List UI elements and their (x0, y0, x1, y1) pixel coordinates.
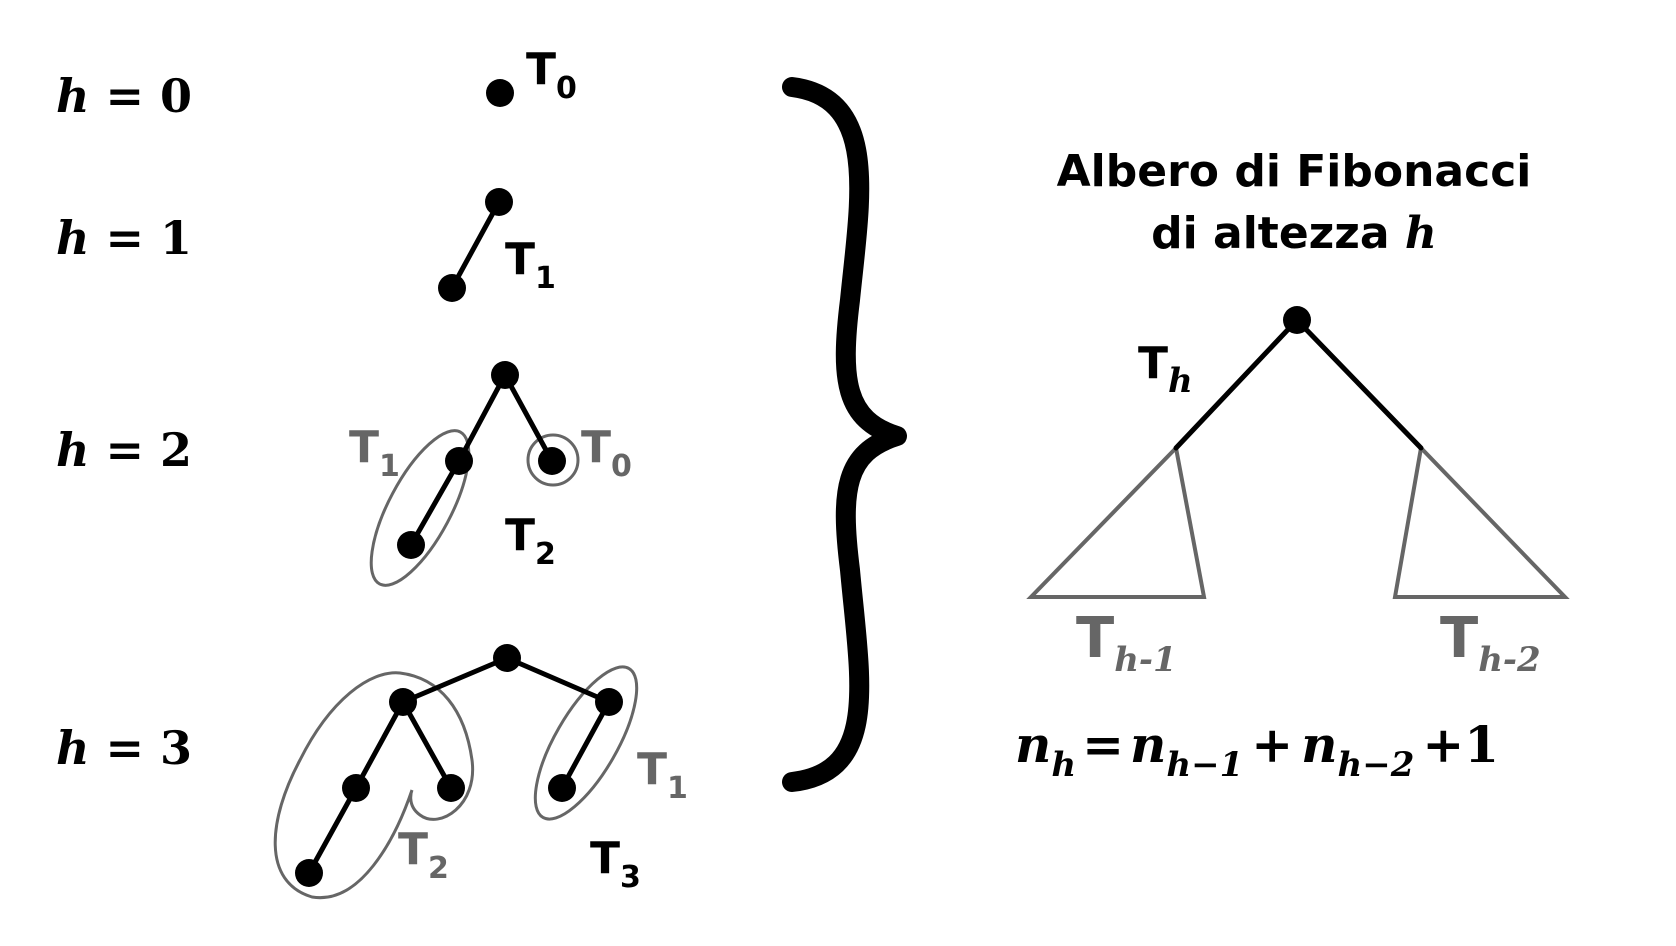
height-label-2: h = 2 (56, 423, 192, 477)
subtree-label-left: Th-1 (1076, 606, 1177, 680)
tree-node (437, 774, 465, 802)
subtree-label-left: T2 (398, 824, 449, 886)
diagram-title-line1: Albero di Fibonacci (1057, 146, 1532, 197)
tree-edge (400, 699, 454, 791)
tree-node (397, 531, 425, 559)
subtree-label-right: Th-2 (1440, 606, 1541, 680)
curly-brace (782, 77, 907, 792)
tree-edge (353, 699, 406, 791)
subtree-outline-t0 (526, 433, 580, 487)
tree-node (486, 79, 514, 107)
subtree-label-right: T1 (637, 744, 688, 806)
recurrence-formula: nh=nh−1+nh−2+1 (1015, 715, 1499, 785)
tree-node (295, 859, 323, 887)
tree-node (548, 774, 576, 802)
tree-edge (456, 372, 508, 464)
tree-label-th: Th (1138, 338, 1193, 401)
tree-node (493, 644, 521, 672)
tree-label-t3: T3 (590, 833, 641, 895)
height-label-1: h = 1 (56, 211, 192, 265)
tree-edge (1173, 317, 1300, 451)
tree-edge (306, 785, 359, 876)
tree-edge (559, 699, 612, 791)
tree-t2: T1 T0 T2 (349, 361, 632, 587)
tree-node (538, 447, 566, 475)
subtree-label-right: T0 (581, 422, 632, 484)
tree-edge (408, 458, 462, 548)
height-label-3: h = 3 (56, 721, 192, 775)
tree-node (438, 274, 466, 302)
tree-node (595, 688, 623, 716)
tree-node (491, 361, 519, 389)
tree-label-t1: T1 (505, 234, 556, 296)
subtree-outline-t2 (273, 671, 475, 900)
subtree-triangle-right (1392, 443, 1570, 599)
tree-edge (449, 199, 502, 291)
tree-edge (400, 655, 510, 705)
tree-label-t0: T0 (526, 44, 577, 106)
subtree-outline-t1 (369, 429, 471, 587)
tree-node (389, 688, 417, 716)
subtree-outline-t1 (533, 665, 639, 821)
tree-node (1283, 306, 1311, 334)
height-label-0: h = 0 (56, 69, 192, 123)
tree-edge (504, 655, 612, 705)
tree-node (485, 188, 513, 216)
tree-node (342, 774, 370, 802)
subtree-triangle-left (1026, 443, 1207, 599)
tree-node (445, 447, 473, 475)
tree-label-t2: T2 (505, 510, 556, 572)
tree-t3: T2 T1 T3 (273, 644, 688, 900)
tree-t1: T1 (438, 188, 556, 302)
general-tree: Th Th-1 Th-2 (1026, 306, 1570, 680)
subtree-label-left: T1 (349, 422, 400, 484)
diagram-title-line2: di altezza h (1151, 208, 1437, 259)
tree-edge (1294, 317, 1424, 451)
tree-t0: T0 (486, 44, 577, 107)
tree-edge (502, 372, 555, 464)
